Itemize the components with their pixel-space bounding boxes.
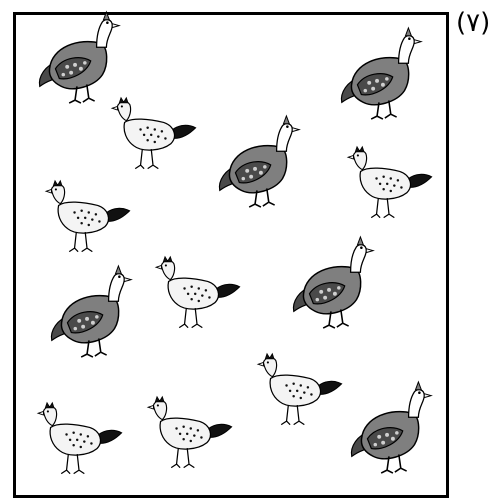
chicken	[254, 350, 344, 430]
chicken	[42, 177, 132, 257]
guinea-fowl	[40, 262, 138, 360]
guinea-fowl	[28, 8, 126, 106]
guinea-fowl	[282, 233, 380, 331]
chicken	[108, 94, 198, 174]
chicken	[34, 399, 124, 479]
guinea-fowl	[340, 378, 438, 476]
chicken	[144, 393, 234, 473]
guinea-fowl	[208, 112, 306, 210]
chicken	[344, 143, 434, 223]
chicken	[152, 253, 242, 333]
guinea-fowl	[330, 24, 428, 122]
problem-number: (٧)	[456, 8, 491, 38]
